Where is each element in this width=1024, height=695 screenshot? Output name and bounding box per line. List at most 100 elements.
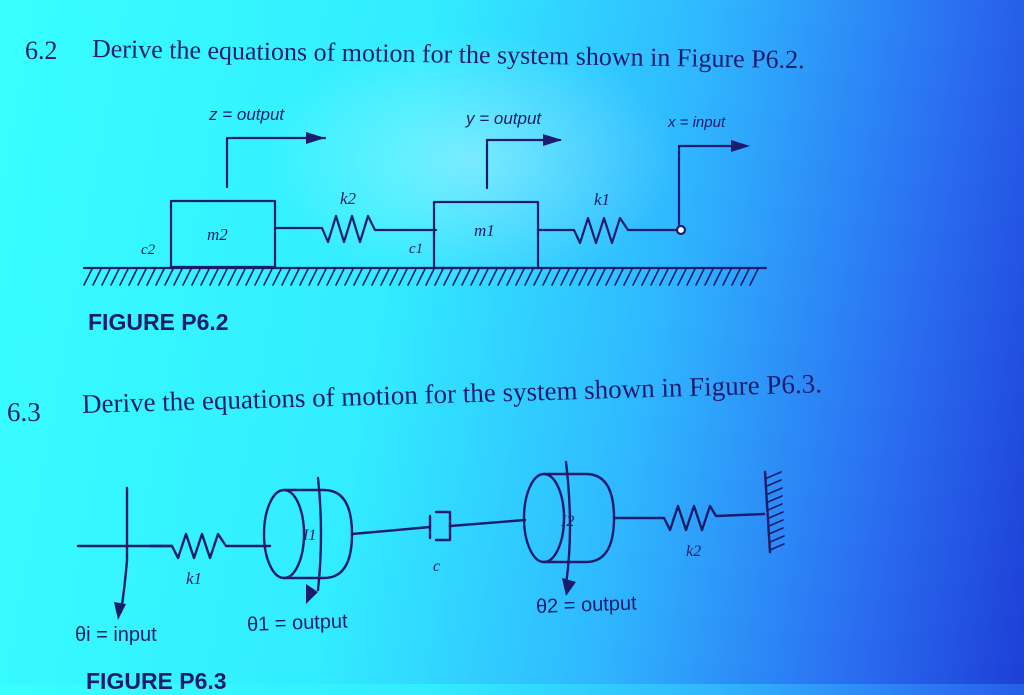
- label-k1: k1: [594, 190, 610, 209]
- hatch-mark: [218, 268, 228, 286]
- label-i2: I2: [560, 513, 574, 530]
- hatch-mark: [623, 268, 633, 286]
- hatch-mark: [344, 268, 354, 286]
- hatch-mark: [272, 268, 282, 286]
- hatch-mark: [308, 268, 318, 286]
- hatch-mark: [425, 268, 435, 286]
- inertia-i2-front: [522, 472, 566, 564]
- hatch-mark: [542, 268, 552, 286]
- hatch-mark: [605, 268, 615, 286]
- hatch-mark: [83, 268, 93, 286]
- hatch-mark: [650, 268, 660, 286]
- label-c2: c2: [141, 242, 156, 258]
- hatch-mark: [515, 268, 525, 286]
- hatch-mark: [110, 268, 120, 286]
- hatch-mark: [632, 268, 642, 286]
- hatch-mark: [362, 268, 372, 286]
- hatch-mark: [443, 268, 453, 286]
- label-theta-1-output: θ1 = output: [246, 610, 348, 636]
- hatch-mark: [659, 268, 669, 286]
- inertia-i1-front: [262, 488, 306, 580]
- hatch-mark: [200, 268, 210, 286]
- hatch-mark: [560, 268, 570, 286]
- label-m2: m2: [207, 225, 228, 244]
- inertia-i1-body: [282, 488, 354, 580]
- inertia-i2-body: [542, 472, 616, 564]
- hatch-mark: [488, 268, 498, 286]
- hatch-mark: [587, 268, 597, 286]
- hatch-mark: [470, 268, 480, 286]
- hatch-mark: [614, 268, 624, 286]
- torsion-spring-k2: [612, 504, 766, 532]
- y-output-arrow: [485, 138, 562, 190]
- hatch-mark: [740, 268, 750, 286]
- hatch-mark: [416, 268, 426, 286]
- label-k2: k2: [340, 189, 357, 208]
- hatch-mark: [227, 268, 237, 286]
- hatch-mark: [209, 268, 219, 286]
- hatch-mark: [146, 268, 156, 286]
- label-m1: m1: [474, 221, 495, 240]
- x-input-arrow: [677, 144, 748, 228]
- hatch-mark: [263, 268, 273, 286]
- hatch-mark: [254, 268, 264, 286]
- hatch-mark: [326, 268, 336, 286]
- label-k2: k2: [686, 543, 701, 560]
- hatch-mark: [524, 268, 534, 286]
- hatch-mark: [290, 268, 300, 286]
- hatch-mark: [578, 268, 588, 286]
- hatch-mark: [695, 268, 705, 286]
- hatch-mark: [668, 268, 678, 286]
- label-theta-i-input: θi = input: [75, 624, 157, 646]
- label-k1: k1: [186, 569, 202, 588]
- figure-p6-3-labels: k1 I1 c I2 k2: [186, 513, 701, 588]
- hatch-mark: [245, 268, 255, 286]
- hatch-mark: [533, 268, 543, 286]
- hatch-mark: [497, 268, 507, 286]
- hatch-mark: [92, 268, 102, 286]
- hatch-mark: [434, 268, 444, 286]
- hatch-mark: [281, 268, 291, 286]
- mass-m1-block: [432, 200, 540, 270]
- wall: [763, 470, 772, 554]
- hatch-mark: [398, 268, 408, 286]
- hatch-mark: [704, 268, 714, 286]
- hatch-mark: [749, 268, 759, 286]
- problem-6-2-number: 6.2: [25, 36, 58, 65]
- figure-p6-2-labels: z = output y = output x = input k2 k1 m2…: [141, 105, 726, 258]
- hatch-mark: [164, 268, 174, 286]
- label-c: c: [433, 558, 440, 575]
- label-y-output: y = output: [465, 109, 542, 128]
- problem-6-3-number: 6.3: [7, 397, 41, 427]
- hatch-mark: [407, 268, 417, 286]
- hatch-mark: [236, 268, 246, 286]
- hatch-mark: [353, 268, 363, 286]
- hatch-mark: [569, 268, 579, 286]
- hatch-mark: [722, 268, 732, 286]
- torsion-spring-k1: [148, 532, 272, 560]
- hatch-mark: [371, 268, 381, 286]
- hatch-mark: [686, 268, 696, 286]
- hatch-mark: [137, 268, 147, 286]
- hatch-mark: [317, 268, 327, 286]
- mass-m2-block: [169, 199, 277, 269]
- hatch-mark: [596, 268, 606, 286]
- label-theta-2-output: θ2 = output: [535, 592, 637, 618]
- label-x-input: x = input: [667, 114, 726, 131]
- input-node: [675, 224, 687, 236]
- hatch-mark: [299, 268, 309, 286]
- hatch-mark: [731, 268, 741, 286]
- spring-k2: [273, 214, 438, 244]
- figure-p6-3-caption: FIGURE P6.3: [86, 668, 227, 694]
- hatch-mark: [155, 268, 165, 286]
- hatch-mark: [128, 268, 138, 286]
- hatch-mark: [677, 268, 687, 286]
- hatch-mark: [641, 268, 651, 286]
- hatch-mark: [506, 268, 516, 286]
- figure-p6-2-caption: FIGURE P6.2: [88, 309, 229, 335]
- hatch-mark: [452, 268, 462, 286]
- hatch-mark: [119, 268, 129, 286]
- label-z-output: z = output: [208, 105, 285, 124]
